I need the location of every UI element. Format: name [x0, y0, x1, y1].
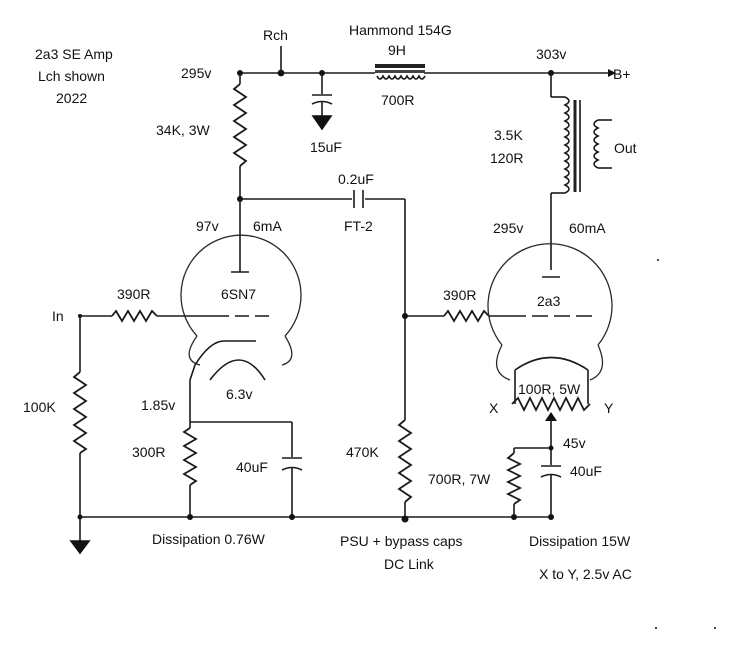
driver-plate-voltage: 97v: [196, 218, 219, 234]
driver-tube-label: 6SN7: [221, 286, 256, 302]
grid-resistor-470k-label: 470K: [346, 444, 379, 460]
coupling-cap-type: FT-2: [344, 218, 373, 234]
cathode-resistor-700r-label: 700R, 7W: [428, 471, 491, 487]
filter-cap-value: 15uF: [310, 139, 342, 155]
coupling-cap-value: 0.2uF: [338, 171, 374, 187]
driver-cathode-bypass-label: 40uF: [236, 459, 268, 475]
bias-voltage: 45v: [563, 435, 586, 451]
grid-stopper-driver-label: 390R: [117, 286, 150, 302]
supply-rail: [240, 69, 616, 77]
hum-pot-label: 100R, 5W: [518, 381, 581, 397]
choke-resistance: 700R: [381, 92, 414, 108]
cathode-resistor-700r: [505, 452, 523, 505]
choke-name: Hammond 154G: [349, 22, 452, 38]
x-label: X: [489, 400, 499, 416]
rch-label: Rch: [263, 27, 288, 43]
cathode-resistor-300r-label: 300R: [132, 444, 165, 460]
rail-voltage-left: 295v: [181, 65, 211, 81]
ot-primary-impedance: 3.5K: [494, 127, 523, 143]
output-dissipation: Dissipation 15W: [529, 533, 631, 549]
input-label[interactable]: In: [52, 308, 64, 324]
tube-2a3: [487, 243, 613, 404]
ground-icon: [69, 540, 91, 555]
output-cathode-bypass-cap: [540, 465, 562, 517]
b-plus-label: B+: [613, 66, 631, 82]
stray-mark: [714, 627, 716, 629]
grid-stopper-driver: [111, 309, 158, 323]
grid-leak-100k: [72, 371, 88, 454]
choke-inductor: [375, 64, 426, 80]
driver-cathode-bypass-cap: [281, 422, 303, 517]
stray-mark: [655, 627, 657, 629]
dc-link-note: DC Link: [384, 556, 435, 572]
grid-stopper-output-label: 390R: [443, 287, 476, 303]
output-cathode-bypass-label: 40uF: [570, 463, 602, 479]
tube-6sn7: [180, 199, 302, 381]
stray-mark: [657, 259, 659, 261]
psu-note: PSU + bypass caps: [340, 533, 463, 549]
output-plate-current: 60mA: [569, 220, 606, 236]
rail-voltage-right: 303v: [536, 46, 566, 62]
plate-resistor-34k: [232, 83, 248, 167]
title-line-1: 2a3 SE Amp: [35, 46, 113, 62]
junction-dot: [187, 514, 193, 520]
driver-cathode-voltage: 1.85v: [141, 397, 175, 413]
cathode-resistor-300r: [182, 427, 198, 486]
driver-plate-current: 6mA: [253, 218, 282, 234]
plate-resistor-34k-label: 34K, 3W: [156, 122, 210, 138]
hum-pot-100r[interactable]: [511, 395, 591, 413]
grid-leak-label: 100K: [23, 399, 56, 415]
junction-dot: [289, 514, 295, 520]
y-label: Y: [604, 400, 614, 416]
junction-dot: [548, 445, 554, 451]
title-line-3: 2022: [56, 90, 87, 106]
driver-dissipation: Dissipation 0.76W: [152, 531, 266, 547]
output-label[interactable]: Out: [614, 140, 637, 156]
ot-dcr: 120R: [490, 150, 523, 166]
coupling-capacitor: [353, 190, 364, 208]
output-tube-label: 2a3: [537, 293, 561, 309]
hum-pot-wiper-arrow[interactable]: [545, 412, 557, 421]
grid-resistor-470k: [397, 419, 413, 503]
choke-inductance: 9H: [388, 42, 406, 58]
ground-icon: [311, 115, 333, 131]
driver-heater-label: 6.3v: [226, 386, 252, 402]
output-plate-voltage: 295v: [493, 220, 523, 236]
filter-capacitor: [311, 73, 333, 131]
title-line-2: Lch shown: [38, 68, 105, 84]
filament-note: X to Y, 2.5v AC: [539, 566, 632, 582]
grid-stopper-output: [443, 309, 490, 323]
output-transformer: [550, 73, 612, 270]
b-plus-arrow: [608, 69, 616, 77]
